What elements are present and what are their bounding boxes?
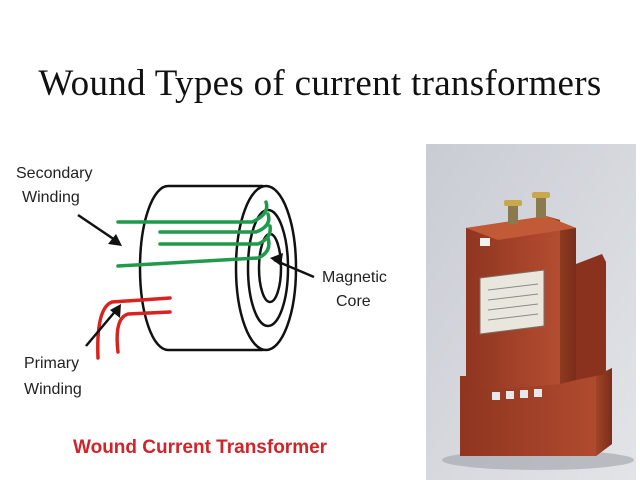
slide-title: Wound Types of current transformers (38, 63, 602, 104)
primary-winding (96, 296, 172, 360)
ct-housing-side (546, 216, 576, 384)
primary-arrowhead (110, 304, 121, 318)
primary-label-line1: Primary (24, 355, 79, 372)
core-label-line2: Core (336, 293, 371, 310)
ct-secondary-terminals (492, 389, 542, 400)
diagram-caption: Wound Current Transformer (73, 437, 328, 458)
ct-housing-top (466, 216, 576, 240)
secondary-arrowhead (108, 234, 122, 246)
primary-arrow-line (85, 307, 119, 347)
ct-terminals (504, 192, 550, 224)
secondary-arrow-line (77, 213, 119, 244)
secondary-label-line1: Secondary (16, 165, 93, 182)
secondary-winding (116, 200, 272, 268)
primary-label-line2: Winding (24, 381, 82, 398)
ct-product-photo (426, 144, 636, 480)
secondary-label-line2: Winding (22, 189, 80, 206)
ct-nameplate (479, 269, 545, 335)
ct-p1-marker (480, 238, 490, 246)
ct-side-fin (576, 254, 606, 380)
core-label-line1: Magnetic (322, 269, 387, 286)
core-arrowhead (270, 253, 283, 266)
core-front-face (234, 184, 298, 352)
arrow-heads (108, 234, 283, 318)
ct-base (460, 368, 612, 456)
nameplate-lines (487, 283, 539, 321)
wound-ct-diagram: Secondary Winding Magnetic Core Primary … (16, 165, 387, 398)
